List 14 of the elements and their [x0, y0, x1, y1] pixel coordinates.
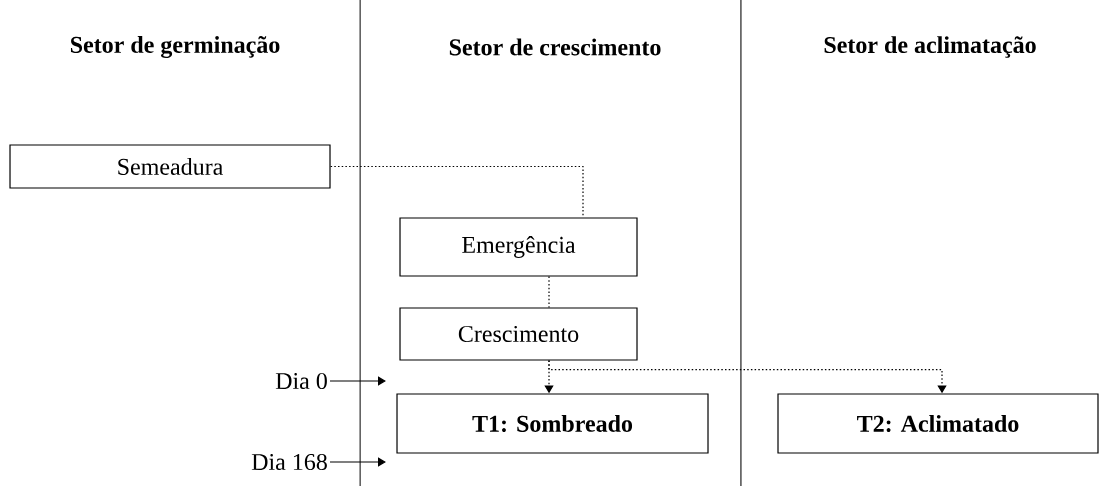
- process-box: Semeadura: [9, 144, 331, 189]
- section-heading: Setor de germinação: [71, 36, 280, 58]
- connector: [330, 165, 584, 218]
- process-box: T1: Sombreado: [396, 393, 709, 454]
- section-heading: Setor de crescimento: [449, 38, 661, 56]
- connector: [329, 457, 386, 467]
- process-box: Emergência: [399, 217, 638, 277]
- process-box: Crescimento: [399, 307, 638, 361]
- process-box: T2: Aclimatado: [777, 393, 1099, 454]
- section-heading: Setor de aclimatação: [824, 36, 1036, 58]
- connector: [548, 276, 550, 308]
- day-label: Dia 168: [251, 453, 327, 471]
- connector: [329, 376, 386, 386]
- day-label: Dia 0: [275, 372, 327, 390]
